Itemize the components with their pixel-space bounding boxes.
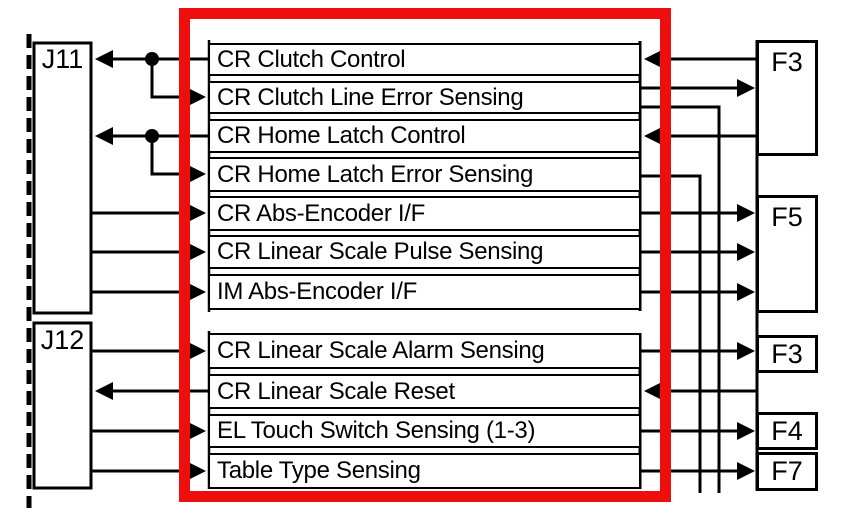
connector-label-j12: J12	[40, 325, 85, 355]
arrow-right-icon	[737, 79, 755, 97]
signal-box: CR Home Latch Control	[208, 119, 641, 153]
signal-box: CR Linear Scale Alarm Sensing	[208, 333, 641, 369]
arrow-right-icon	[737, 283, 755, 301]
arrow-left-icon	[95, 50, 113, 68]
signal-box: EL Touch Switch Sensing (1-3)	[208, 414, 641, 448]
arrow-right-icon	[188, 422, 206, 440]
arrow-right-icon	[737, 204, 755, 222]
connector-box-j12	[32, 321, 93, 490]
arrow-right-icon	[188, 165, 206, 183]
block-box-f5: F5	[756, 195, 818, 313]
signal-box: IM Abs-Encoder I/F	[208, 274, 641, 310]
block-label: F4	[771, 415, 803, 446]
highlight-rectangle	[179, 8, 671, 502]
block-label: F3	[771, 47, 803, 77]
arrow-right-icon	[737, 342, 755, 360]
arrow-right-icon	[188, 283, 206, 301]
block-box-f4: F4	[756, 412, 818, 450]
block-box-f3-top: F3	[756, 40, 818, 156]
junction-dot	[145, 129, 159, 143]
connector-label-j11: J11	[41, 44, 84, 74]
arrow-left-icon	[95, 382, 113, 400]
block-box-f3-mid: F3	[756, 335, 818, 373]
arrow-right-icon	[188, 462, 206, 480]
arrow-right-icon	[737, 422, 755, 440]
block-box-f7: F7	[756, 452, 818, 491]
block-label: F5	[771, 202, 803, 232]
arrow-left-icon	[95, 127, 113, 145]
connector-box-j11	[32, 41, 93, 315]
arrow-right-icon	[737, 243, 755, 261]
signal-box: Table Type Sensing	[208, 453, 641, 489]
block-label: F3	[771, 338, 803, 369]
arrow-right-icon	[188, 88, 206, 106]
arrow-right-icon	[188, 342, 206, 360]
signal-box: CR Linear Scale Pulse Sensing	[208, 235, 641, 269]
signal-box: CR Abs-Encoder I/F	[208, 196, 641, 231]
arrow-right-icon	[188, 204, 206, 222]
arrow-left-icon	[644, 382, 662, 400]
branch-line	[150, 59, 190, 99]
block-label: F7	[771, 456, 803, 486]
signal-box: CR Linear Scale Reset	[208, 374, 641, 409]
arrow-right-icon	[188, 243, 206, 261]
arrow-left-icon	[644, 50, 662, 68]
signal-box: CR Home Latch Error Sensing	[208, 157, 641, 192]
arrow-left-icon	[644, 127, 662, 145]
branch-line	[150, 136, 190, 176]
signal-box: CR Clutch Control	[208, 43, 641, 76]
signal-box: CR Clutch Line Error Sensing	[208, 81, 641, 114]
junction-dot	[145, 52, 159, 66]
arrow-right-icon	[737, 462, 755, 480]
